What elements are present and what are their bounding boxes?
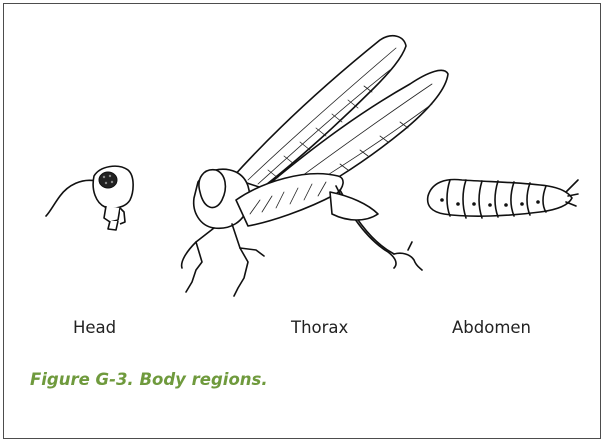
thorax-label: Thorax bbox=[291, 318, 348, 337]
head-illustration bbox=[46, 166, 133, 230]
figure-caption: Figure G-3. Body regions. bbox=[30, 370, 268, 389]
thorax-illustration bbox=[182, 36, 448, 296]
abdomen-label: Abdomen bbox=[452, 318, 531, 337]
head-label: Head bbox=[73, 318, 116, 337]
abdomen-illustration bbox=[428, 180, 578, 218]
